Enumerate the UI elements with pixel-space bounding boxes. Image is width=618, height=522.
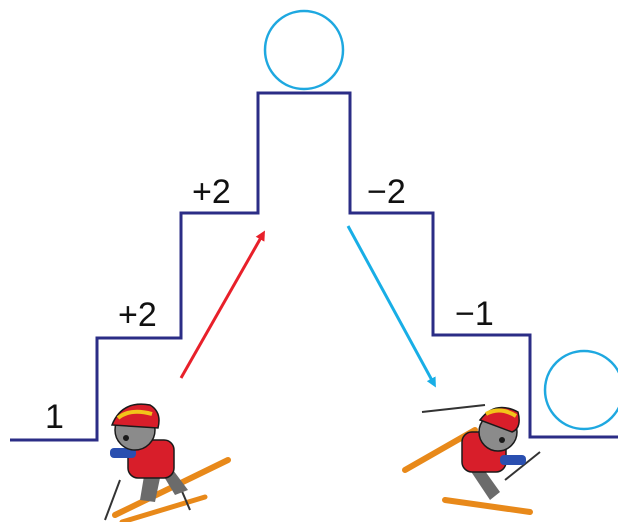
step-up-label-1: +2 bbox=[118, 296, 157, 334]
step-up-label-2: +2 bbox=[192, 173, 231, 211]
skier-climbing-icon bbox=[104, 403, 231, 522]
start-number: 1 bbox=[45, 398, 64, 436]
down-arrow bbox=[346, 225, 436, 388]
step-down-label-2: −1 bbox=[455, 295, 494, 333]
up-arrow bbox=[179, 230, 265, 379]
step-down-label-1: −2 bbox=[367, 173, 406, 211]
top-answer-circle[interactable] bbox=[263, 9, 345, 91]
staircase bbox=[10, 91, 618, 442]
end-answer-circle[interactable] bbox=[543, 349, 618, 431]
skier-falling-icon bbox=[402, 404, 541, 515]
